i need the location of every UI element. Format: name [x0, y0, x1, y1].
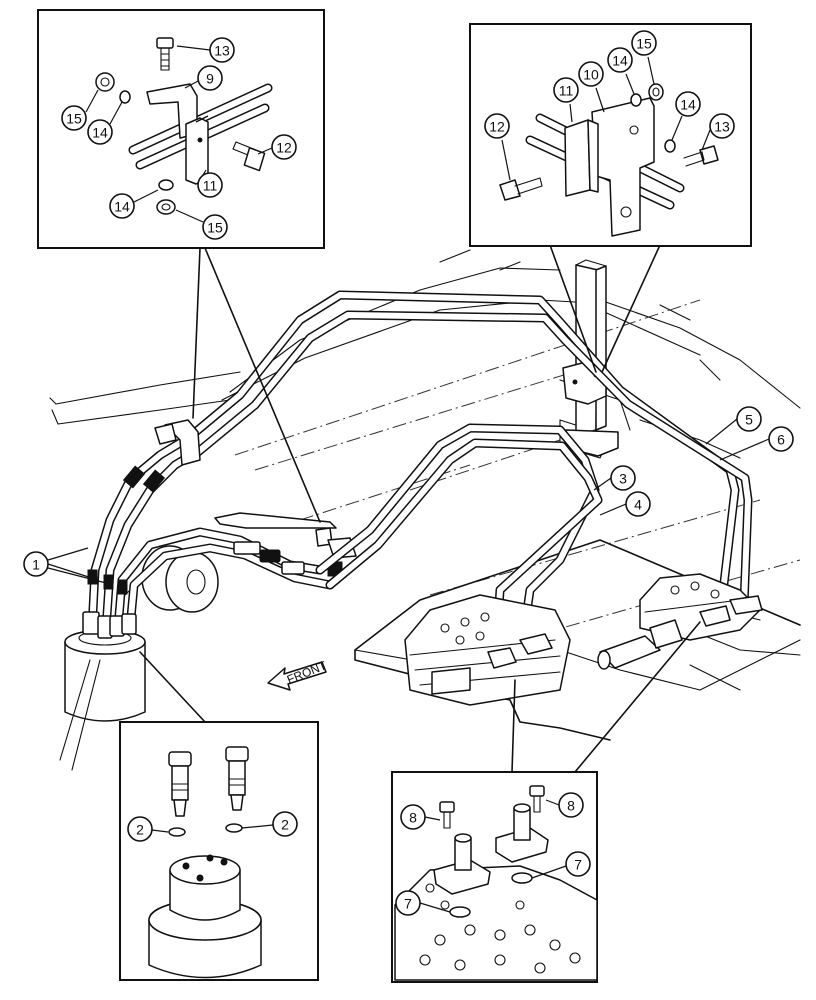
control-valve-right [597, 573, 763, 670]
callout-circle [61, 105, 87, 131]
callout-circle [400, 804, 426, 830]
callout-number: 10 [583, 67, 599, 83]
callout-number: 4 [634, 497, 642, 513]
swivel-fitting-left [168, 751, 192, 817]
callout-circle [197, 172, 223, 198]
callout-tl-14: 14 [87, 119, 113, 145]
main-assembly: FRONT [49, 249, 801, 771]
callout-tl-9: 9 [197, 65, 223, 91]
callout-number: 14 [612, 53, 628, 69]
support-post [562, 259, 619, 457]
callout-tr-14: 14 [607, 47, 633, 73]
control-valve-left [404, 594, 571, 706]
callout-br-8: 8 [558, 792, 584, 818]
callout-circle [202, 214, 228, 240]
callout-tl-11: 11 [197, 172, 223, 198]
callout-circle [736, 406, 762, 432]
callout-number: 14 [680, 97, 696, 113]
callout-number: 12 [276, 140, 292, 156]
callout-number: 3 [619, 471, 627, 487]
callout-number: 9 [206, 71, 214, 87]
callout-circle [768, 426, 794, 452]
callout-br-7: 7 [565, 851, 591, 877]
callout-number: 2 [136, 822, 144, 838]
callout-circle [607, 47, 633, 73]
callout-number: 5 [745, 412, 753, 428]
callout-number: 8 [567, 798, 575, 814]
callout-number: 15 [66, 111, 82, 127]
callout-bl-2: 2 [272, 811, 298, 837]
callout-tr-10: 10 [578, 61, 604, 87]
callout-circle [272, 811, 298, 837]
inset-bottom-left [119, 721, 319, 981]
callout-tl-15: 15 [61, 105, 87, 131]
callout-bl-2: 2 [127, 816, 153, 842]
swivel-joint [59, 629, 146, 771]
front-direction-arrow: FRONT [267, 658, 329, 691]
callout-circle [395, 890, 421, 916]
callout-number: 13 [214, 43, 230, 59]
callout-main-5: 5 [736, 406, 762, 432]
callout-circle [127, 816, 153, 842]
callout-tl-12: 12 [271, 134, 297, 160]
callout-circle [578, 61, 604, 87]
callout-circle [610, 465, 636, 491]
callout-number: 8 [409, 810, 417, 826]
callout-number: 14 [114, 199, 130, 215]
callout-number: 7 [404, 896, 412, 912]
callout-main-6: 6 [768, 426, 794, 452]
callout-main-4: 4 [625, 491, 651, 517]
callout-tr-14: 14 [675, 91, 701, 117]
callout-circle [109, 193, 135, 219]
callout-circle [631, 30, 657, 56]
main-leaders [47, 418, 770, 585]
callout-number: 6 [777, 432, 785, 448]
swivel-fitting-right [225, 746, 249, 811]
callout-number: 11 [203, 178, 218, 194]
callout-circle [23, 551, 49, 577]
callout-tr-12: 12 [484, 113, 510, 139]
callout-tl-13: 13 [209, 37, 235, 63]
callout-br-7: 7 [395, 890, 421, 916]
return-lines-5-6 [154, 290, 753, 610]
supply-lines-3-4 [315, 423, 603, 660]
callout-number: 7 [574, 857, 582, 873]
callout-tr-15: 15 [631, 30, 657, 56]
callout-number: 14 [92, 125, 108, 141]
callout-circle [87, 119, 113, 145]
callout-number: 12 [489, 119, 505, 135]
callout-circle [558, 792, 584, 818]
callout-tr-13: 13 [709, 113, 735, 139]
swivel-hoses [82, 435, 335, 639]
callout-number: 13 [714, 119, 730, 135]
callout-number: 2 [281, 817, 289, 833]
callout-tr-11: 11 [553, 77, 579, 103]
callout-circle [709, 113, 735, 139]
callout-circle [553, 77, 579, 103]
inset-top-left [37, 9, 325, 249]
callout-circle [197, 65, 223, 91]
callout-circle [484, 113, 510, 139]
callout-circle [271, 134, 297, 160]
inset-top-right [469, 23, 752, 247]
callout-main-3: 3 [610, 465, 636, 491]
inset-leader-lines [139, 244, 701, 773]
callout-tl-15: 15 [202, 214, 228, 240]
callout-main-1: 1 [23, 551, 49, 577]
callout-number: 1 [32, 557, 40, 573]
callout-circle [209, 37, 235, 63]
callout-circle [565, 851, 591, 877]
callout-br-8: 8 [400, 804, 426, 830]
callout-number: 15 [207, 220, 223, 236]
front-label: FRONT [285, 658, 329, 687]
callout-circle [625, 491, 651, 517]
callout-tl-14: 14 [109, 193, 135, 219]
callout-circle [675, 91, 701, 117]
callout-number: 11 [559, 83, 574, 99]
callout-number: 15 [636, 36, 652, 52]
